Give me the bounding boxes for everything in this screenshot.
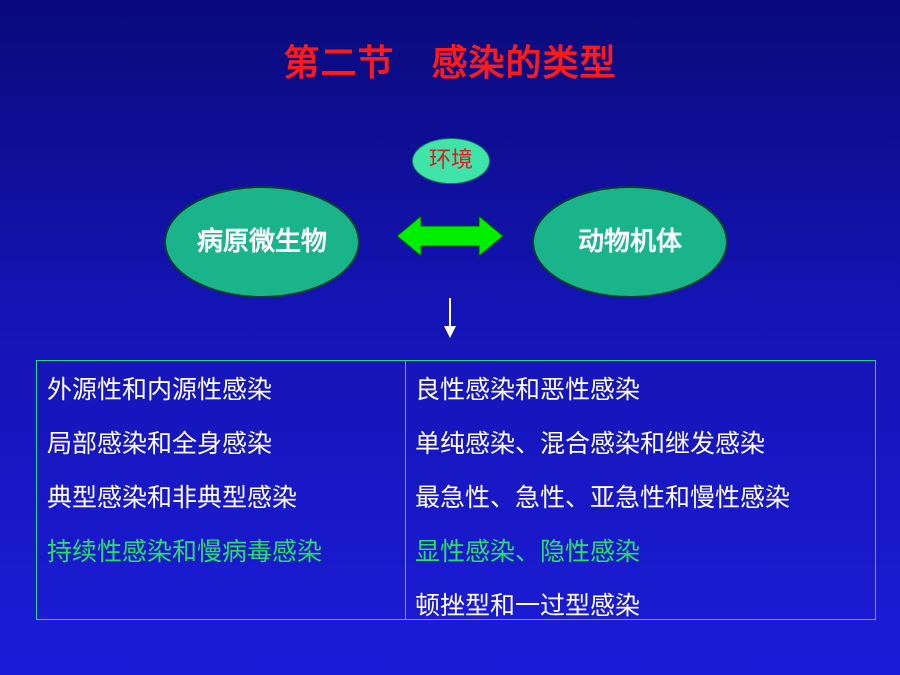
pathogen-ellipse: 病原微生物 bbox=[164, 186, 360, 298]
list-item: 外源性和内源性感染 bbox=[47, 375, 273, 404]
table-divider bbox=[405, 361, 406, 619]
list-item: 局部感染和全身感染 bbox=[47, 429, 273, 458]
slide-title: 第二节 感染的类型 bbox=[283, 43, 617, 84]
list-item-highlight: 持续性感染和慢病毒感染 bbox=[47, 537, 323, 566]
list-item: 单纯感染、混合感染和继发感染 bbox=[415, 429, 766, 458]
environment-bubble: 环境 bbox=[412, 138, 490, 184]
list-item: 顿挫型和一过型感染 bbox=[415, 591, 641, 620]
down-arrow-icon bbox=[444, 298, 456, 338]
left-column: 外源性和内源性感染 局部感染和全身感染 典型感染和非典型感染 持续性感染和慢病毒… bbox=[47, 367, 322, 583]
list-item: 良性感染和恶性感染 bbox=[415, 375, 641, 404]
list-item-highlight: 显性感染、隐性感染 bbox=[415, 537, 641, 566]
list-item: 典型感染和非典型感染 bbox=[47, 483, 298, 512]
infection-types-table: 外源性和内源性感染 局部感染和全身感染 典型感染和非典型感染 持续性感染和慢病毒… bbox=[36, 360, 876, 620]
animal-host-ellipse: 动物机体 bbox=[532, 186, 728, 298]
list-item: 最急性、急性、亚急性和慢性感染 bbox=[415, 483, 791, 512]
right-column: 良性感染和恶性感染 单纯感染、混合感染和继发感染 最急性、急性、亚急性和慢性感染… bbox=[415, 367, 790, 637]
double-arrow-icon bbox=[396, 214, 504, 258]
